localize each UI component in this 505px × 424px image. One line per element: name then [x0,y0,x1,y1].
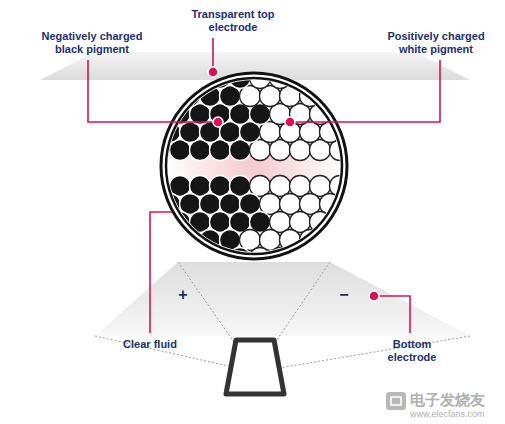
polarity-sign: − [336,286,352,304]
capsule-outer [161,73,347,259]
black-pigment [230,248,251,269]
bottom-electrode [95,262,470,336]
white-pigment [250,248,271,269]
watermark-icon [386,392,406,410]
callout-label: Clear fluid [110,338,190,351]
callout-label: Negatively charged black pigment [28,30,156,56]
white-pigment [270,248,291,269]
white-pigment [300,230,321,251]
pigment-particles [150,68,351,269]
black-pigment [230,68,251,89]
black-pigment [170,212,191,233]
callout-label: Bottom electrode [372,338,452,364]
callout-label: Positively charged white pigment [372,30,500,56]
black-pigment [160,122,181,143]
leader-lines [88,38,440,333]
watermark: 电子发烧友 [410,391,500,408]
white-pigment [310,212,331,233]
black-pigment [180,86,201,107]
capsule-inner [166,78,342,254]
display-icon [226,340,284,394]
polarity-sign: + [175,286,191,304]
white-pigment [250,68,271,89]
leader-dots [208,67,379,301]
black-pigment [150,140,171,161]
watermark: www.elecfans.com [410,409,502,420]
callout-label: Transparent top electrode [168,8,298,34]
white-pigment [280,230,301,251]
white-pigment [270,68,291,89]
projection-lines [95,262,470,372]
white-pigment [300,86,321,107]
black-pigment [200,230,221,251]
